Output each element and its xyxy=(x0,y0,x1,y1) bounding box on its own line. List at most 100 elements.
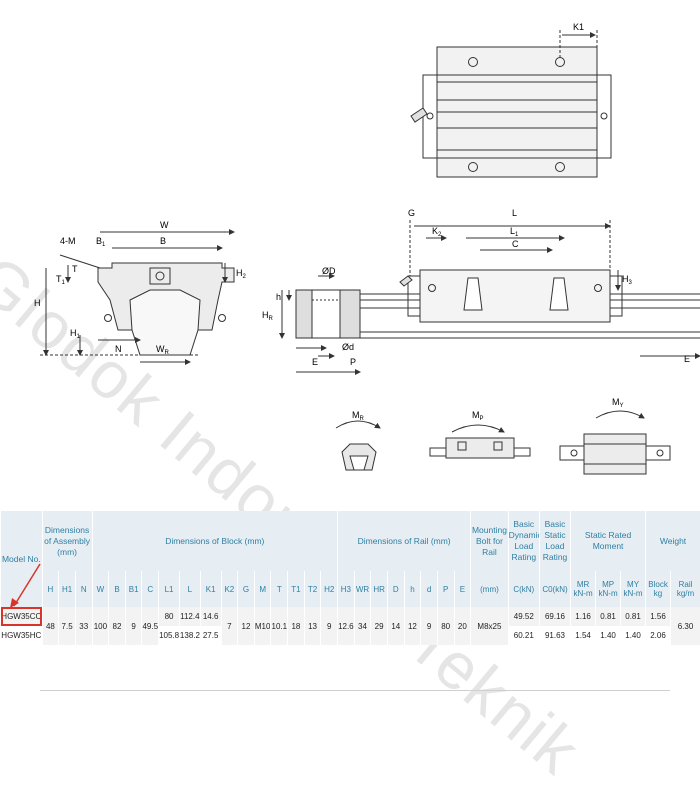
sub-g: G xyxy=(238,571,255,607)
cell-e: 20 xyxy=(454,607,471,645)
cell-mr: 1.16 xyxy=(571,607,596,626)
cell-static: 91.63 xyxy=(539,626,570,645)
sub-b1: B1 xyxy=(125,571,142,607)
label-l: L xyxy=(512,208,517,218)
label-l1: L1 xyxy=(510,226,519,238)
cell-dyn: 60.21 xyxy=(508,626,539,645)
sub-k1: K1 xyxy=(200,571,221,607)
highlight-arrow xyxy=(0,560,60,610)
moment-my-diagram xyxy=(560,411,670,474)
cell-n: 33 xyxy=(75,607,92,645)
label-c: C xyxy=(512,239,519,249)
cell-block-weight: 1.56 xyxy=(646,607,671,626)
sub-t2: T2 xyxy=(304,571,321,607)
label-h2: H2 xyxy=(236,268,247,280)
sub-mm: (mm) xyxy=(471,571,508,607)
cell-h-small: 12 xyxy=(404,607,421,645)
cell-h2: 9 xyxy=(321,607,338,645)
cell-b1: 9 xyxy=(125,607,142,645)
cell-bolt: M8x25 xyxy=(471,607,508,645)
table-row: HGW35CC 48 7.5 33 100 82 9 49.52 80 112.… xyxy=(1,607,700,626)
header-dynamic-load: Basic Dynamic Load Rating xyxy=(508,511,539,571)
label-k1: K1 xyxy=(573,22,584,32)
label-b1: B1 xyxy=(96,236,106,248)
cell-hr: 29 xyxy=(371,607,388,645)
table-subheader-row: H H1 N W B B1 C L1 L K1 K2 G M T T1 T2 H… xyxy=(1,571,700,607)
label-h-small: h xyxy=(276,292,281,302)
label-t1: T1 xyxy=(56,274,66,286)
sub-m: M xyxy=(254,571,271,607)
cell-w: 100 xyxy=(92,607,109,645)
cell-mr: 1.54 xyxy=(571,626,596,645)
label-my: MY xyxy=(612,397,624,409)
block-side-view xyxy=(360,220,700,356)
cell-wr: 34 xyxy=(354,607,371,645)
sub-h-small: h xyxy=(404,571,421,607)
header-static-load: Basic Static Load Rating xyxy=(539,511,570,571)
sub-l1: L1 xyxy=(159,571,180,607)
header-moment: Static Rated Moment xyxy=(571,511,646,571)
sub-t: T xyxy=(271,571,288,607)
cell-my: 0.81 xyxy=(621,607,646,626)
cell-l1: 80 xyxy=(159,607,180,626)
label-4m: 4-M xyxy=(60,236,76,246)
cell-rail-weight: 6.30 xyxy=(671,607,700,645)
cell-h: 48 xyxy=(42,607,59,645)
sub-h2: H2 xyxy=(321,571,338,607)
label-h1: H1 xyxy=(70,328,81,340)
sub-l: L xyxy=(179,571,200,607)
label-hr: HR xyxy=(262,310,274,322)
moment-mp-diagram xyxy=(430,425,530,458)
label-b: B xyxy=(160,236,166,246)
cell-b: 82 xyxy=(109,607,126,645)
cell-c: 49.52 xyxy=(142,607,159,645)
cell-t2: 13 xyxy=(304,607,321,645)
cell-my: 1.40 xyxy=(621,626,646,645)
label-h3: H3 xyxy=(622,274,633,286)
cell-d: 14 xyxy=(387,607,404,645)
header-weight: Weight xyxy=(646,511,700,571)
cell-m: M10 xyxy=(254,607,271,645)
cell-p: 80 xyxy=(437,607,454,645)
header-rail: Dimensions of Rail (mm) xyxy=(338,511,471,571)
block-top-view xyxy=(411,30,611,177)
label-e: E xyxy=(312,357,318,367)
sub-c: C xyxy=(142,571,159,607)
cell-h1: 7.5 xyxy=(59,607,76,645)
sub-h3: H3 xyxy=(338,571,355,607)
header-bolt: Mounting Bolt for Rail xyxy=(471,511,508,571)
header-block: Dimensions of Block (mm) xyxy=(92,511,337,571)
label-phi-d-large: ØD xyxy=(322,266,336,276)
cell-h3: 12.6 xyxy=(338,607,355,645)
cell-l: 138.2 xyxy=(179,626,200,645)
sub-wr: WR xyxy=(354,571,371,607)
label-g: G xyxy=(408,208,415,218)
sub-d-small: d xyxy=(421,571,438,607)
moment-mr-diagram xyxy=(336,421,380,470)
sub-p: P xyxy=(437,571,454,607)
sub-n: N xyxy=(75,571,92,607)
cell-k1: 14.6 xyxy=(200,607,221,626)
sub-b: B xyxy=(109,571,126,607)
sub-e: E xyxy=(454,571,471,607)
cell-t: 10.1 xyxy=(271,607,288,645)
label-p: P xyxy=(350,357,356,367)
cell-k1: 27.5 xyxy=(200,626,221,645)
cell-g: 12 xyxy=(238,607,255,645)
model-hgw35hc: HGW35HC xyxy=(1,626,43,645)
table-header-row: Model No. Dimensions of Assembly (mm) Di… xyxy=(1,511,700,571)
cell-mp: 1.40 xyxy=(596,626,621,645)
cell-static: 69.16 xyxy=(539,607,570,626)
label-phi-d-small: Ød xyxy=(342,342,354,352)
label-h: H xyxy=(34,298,41,308)
sub-t1: T1 xyxy=(288,571,305,607)
block-front-view xyxy=(40,232,234,362)
label-e-right: E xyxy=(684,354,690,364)
sub-c-kn: C(kN) xyxy=(508,571,539,607)
label-n: N xyxy=(115,344,122,354)
label-mp: MP xyxy=(472,410,484,422)
cell-d-small: 9 xyxy=(421,607,438,645)
